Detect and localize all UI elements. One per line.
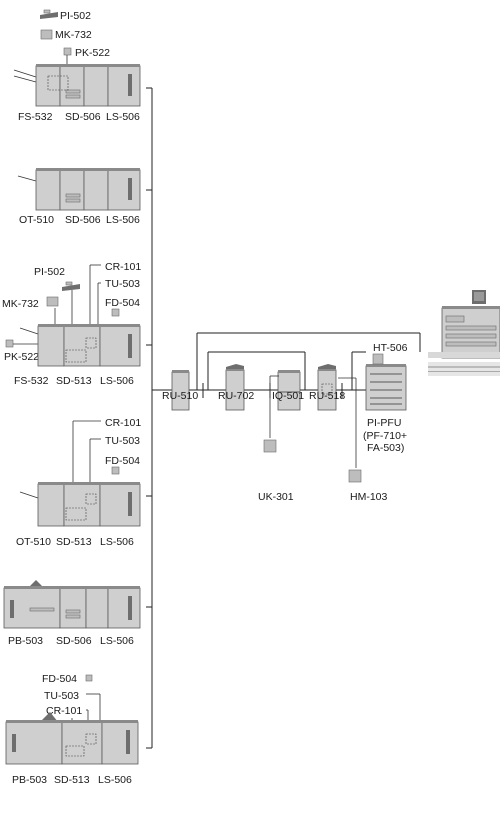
iq-501-unit	[277, 370, 301, 411]
label-ls-506: LS-506	[106, 111, 140, 123]
group-3: PI-502 CR-101 TU-503 FD-504 MK-732 PK-52…	[2, 261, 141, 387]
label-ls-506-5: LS-506	[100, 635, 134, 647]
label-tu-503-6: TU-503	[44, 690, 79, 702]
pk-522-icon	[63, 47, 72, 56]
label-cr-101-3: CR-101	[105, 261, 141, 273]
label-cr-101-4: CR-101	[105, 417, 141, 429]
label-ht-506: HT-506	[373, 342, 408, 354]
hm-103-icon	[338, 377, 362, 483]
left-bus-connector	[146, 87, 172, 749]
pk-522-icon-3	[5, 339, 14, 348]
label-ls-506-6: LS-506	[98, 774, 132, 786]
label-fd-504-4: FD-504	[105, 455, 140, 467]
label-tu-503-4: TU-503	[105, 435, 140, 447]
pi-502-tray-icon-3	[62, 281, 80, 291]
label-ot-510-4: OT-510	[16, 536, 51, 548]
label-sd-506-5: SD-506	[56, 635, 92, 647]
label-cr-101-6: CR-101	[46, 705, 82, 717]
label-ls-506-4: LS-506	[100, 536, 134, 548]
label-pk-522: PK-522	[75, 47, 110, 59]
mk-732-icon-3	[46, 296, 59, 307]
label-sd-513-4: SD-513	[56, 536, 92, 548]
pi-502-tray-icon	[40, 9, 58, 19]
group-5: PB-503 SD-506 LS-506	[3, 580, 141, 647]
label-pb-503-6: PB-503	[12, 774, 47, 786]
label-sd-513-6: SD-513	[54, 774, 90, 786]
finisher-machine-2	[17, 168, 141, 211]
label-mk-732: MK-732	[55, 29, 92, 41]
label-fs-532-3: FS-532	[14, 375, 49, 387]
label-sd-513-3: SD-513	[56, 375, 92, 387]
label-ru-702: RU-702	[218, 390, 254, 402]
label-fd-504-3: FD-504	[105, 297, 140, 309]
group-6: FD-504 TU-503 CR-101 PB-503 SD-513 LS-50…	[5, 673, 139, 786]
label-fd-504-6: FD-504	[42, 673, 77, 685]
label-pk-522-3: PK-522	[4, 351, 39, 363]
group-1: PI-502 MK-732 PK-522 FS-532 SD-506 LS-50…	[13, 9, 141, 123]
label-ru-518: RU-518	[309, 390, 345, 402]
label-pb-503-5: PB-503	[8, 635, 43, 647]
finisher-machine-6	[5, 712, 139, 765]
label-pi-pfu: PI-PFU	[367, 417, 401, 429]
fd-504-icon-3	[111, 308, 120, 317]
label-iq-501: IQ-501	[272, 390, 304, 402]
label-pf-710: (PF-710+	[363, 430, 407, 442]
ru-702-unit	[225, 364, 245, 411]
finisher-machine-4	[19, 482, 141, 527]
relay-chain	[189, 332, 421, 398]
label-ru-510: RU-510	[162, 390, 198, 402]
label-pi-502: PI-502	[60, 10, 91, 22]
finisher-machine-1	[13, 64, 141, 107]
label-uk-301: UK-301	[258, 491, 294, 503]
uk-301-icon	[263, 375, 279, 453]
label-fa-503: FA-503)	[367, 442, 404, 454]
ht-506-icon	[372, 353, 384, 365]
label-mk-732-3: MK-732	[2, 298, 39, 310]
label-pi-502-3: PI-502	[34, 266, 65, 278]
pi-pfu-unit	[365, 364, 407, 411]
label-tu-503-3: TU-503	[105, 278, 140, 290]
ru-510-unit	[171, 370, 190, 411]
label-sd-506-2: SD-506	[65, 214, 101, 226]
group-2: OT-510 SD-506 LS-506	[17, 168, 141, 226]
group-4: CR-101 TU-503 FD-504 OT-510 SD-513 LS-50…	[16, 417, 141, 548]
label-fs-532: FS-532	[18, 111, 53, 123]
label-sd-506: SD-506	[65, 111, 101, 123]
fd-504-icon-6	[85, 674, 93, 682]
label-ls-506-2: LS-506	[106, 214, 140, 226]
mk-732-icon	[40, 29, 53, 40]
label-hm-103: HM-103	[350, 491, 388, 503]
fd-504-icon-4	[111, 466, 120, 475]
main-printer	[428, 290, 500, 376]
label-ls-506-3: LS-506	[100, 375, 134, 387]
label-ot-510: OT-510	[19, 214, 54, 226]
ru-518-unit	[317, 364, 337, 411]
finisher-machine-3	[19, 324, 141, 367]
finisher-machine-5	[3, 580, 141, 629]
